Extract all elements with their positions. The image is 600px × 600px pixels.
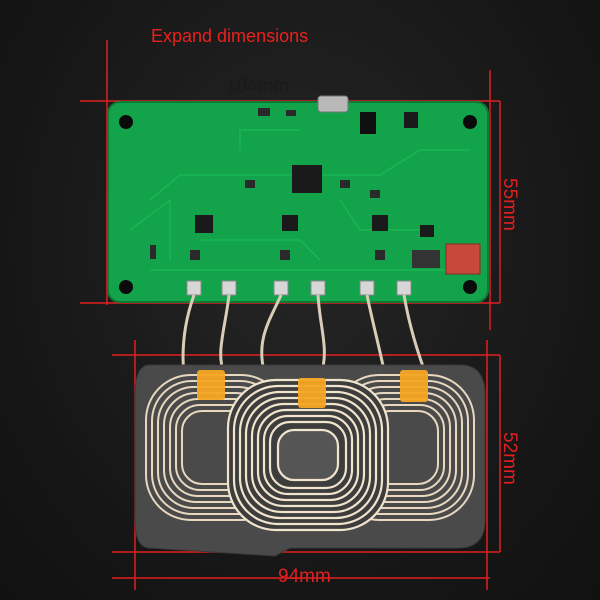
usb-c-connector: [317, 95, 349, 113]
mounting-hole: [119, 280, 133, 294]
dimensions-title: Expand dimensions: [151, 26, 309, 46]
red-component: [445, 243, 481, 275]
kapton-tape: [197, 370, 428, 408]
mounting-hole: [119, 115, 133, 129]
board-width-label: 104mm: [226, 76, 290, 97]
mounting-hole: [463, 280, 477, 294]
coil-assembly: [134, 364, 486, 557]
pcb-board: [107, 95, 489, 303]
board-height-label: 55mm: [499, 178, 520, 231]
mounting-hole: [463, 115, 477, 129]
coil-width-label: 94mm: [278, 566, 331, 587]
main-chip: [292, 165, 322, 193]
coil-height-label: 52mm: [499, 432, 520, 485]
center-coil: [226, 378, 390, 532]
